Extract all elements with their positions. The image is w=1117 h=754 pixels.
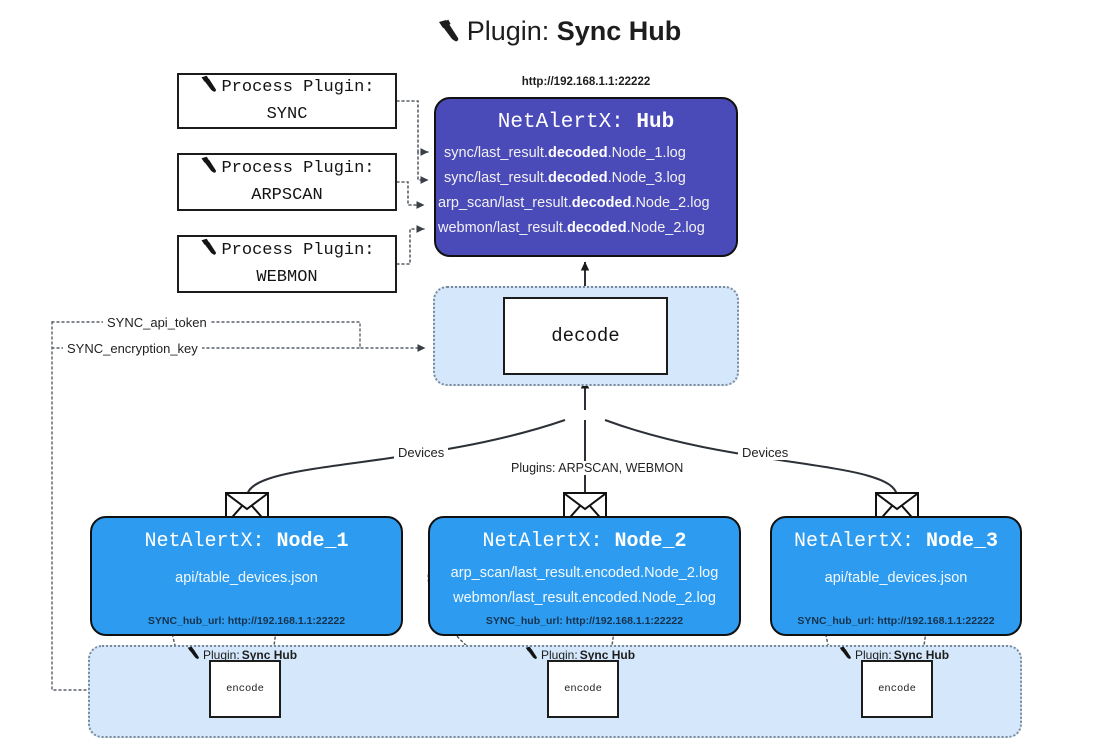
process-plugin-name: ARPSCAN [251,185,323,205]
decode-box[interactable]: decode [503,297,668,375]
hub-title-name: Hub [636,111,675,134]
node-line-list: api/table_devices.json [92,566,401,591]
node-card-1[interactable]: NetAlertX: Node_1 api/table_devices.json… [90,516,403,636]
hub-card[interactable]: NetAlertX: Hub sync/last_result.decoded.… [434,97,738,257]
hub-title-prefix: NetAlertX: [497,111,624,134]
hub-row: webmon/last_result.decoded.Node_2.log [438,219,705,236]
process-plugin-heading: Process Plugin: [221,241,375,261]
secret-label-api-token: SYNC_api_token [103,315,211,330]
plug-icon [838,646,853,663]
plug-icon [199,238,219,266]
node-footer: SYNC_hub_url: http://192.168.1.1:22222 [797,615,995,627]
node-footer: SYNC_hub_url: http://192.168.1.1:22222 [147,615,346,627]
hub-title: NetAlertX: Hub [436,111,736,134]
edge-label-devices-left: Devices [394,445,449,460]
node-line-list: arp_scan/last_result.encoded.Node_2.log … [430,561,739,612]
encode-box-1[interactable]: encode [209,660,281,718]
hub-row: sync/last_result.decoded.Node_3.log [444,169,686,186]
encode-box-3[interactable]: encode [861,660,933,718]
edge-label-devices-right: Devices [738,445,793,460]
node-title: NetAlertX: Node_1 [144,530,349,553]
process-plugin-sync[interactable]: Process Plugin: SYNC [177,73,397,129]
encode-plugin-label-3: Plugin:Sync Hub [838,646,949,663]
process-plugin-heading: Process Plugin: [221,159,375,179]
node-title: NetAlertX: Node_2 [482,530,687,553]
page-title-prefix: Plugin: [466,16,550,46]
page-title: Plugin: Sync Hub [0,16,1117,50]
process-plugin-arpscan[interactable]: Process Plugin: ARPSCAN [177,153,397,211]
node-line: arp_scan/last_result.encoded.Node_2.log [450,565,719,581]
hub-url: http://192.168.1.1:22222 [521,76,651,88]
encode-plugin-label-1: Plugin:Sync Hub [186,646,297,663]
hub-row-list: sync/last_result.decoded.Node_1.log sync… [436,141,736,241]
encode-plugin-label-2: Plugin:Sync Hub [524,646,635,663]
node-line: api/table_devices.json [824,570,968,586]
node-card-3[interactable]: NetAlertX: Node_3 api/table_devices.json… [770,516,1022,636]
plug-icon [199,75,219,103]
node-line: api/table_devices.json [175,570,318,586]
hub-row: sync/last_result.decoded.Node_1.log [444,145,686,161]
encode-box-2[interactable]: encode [547,660,619,718]
node-title: NetAlertX: Node_3 [793,530,999,553]
hub-row: arp_scan/last_result.decoded.Node_2.log [438,194,710,211]
process-plugin-heading: Process Plugin: [221,78,375,98]
plug-icon [186,646,201,663]
node-line-list: api/table_devices.json [772,566,1020,591]
node-footer: SYNC_hub_url: http://192.168.1.1:22222 [485,615,684,627]
process-plugin-webmon[interactable]: Process Plugin: WEBMON [177,235,397,293]
plug-icon [524,646,539,663]
process-plugin-name: SYNC [266,104,308,124]
plug-icon [436,19,462,50]
node-card-2[interactable]: NetAlertX: Node_2 arp_scan/last_result.e… [428,516,741,636]
edge-label-plugins-center: Plugins: ARPSCAN, WEBMON [507,461,688,475]
plug-icon [199,156,219,184]
process-plugin-name: WEBMON [256,267,318,287]
node-line: webmon/last_result.encoded.Node_2.log [453,590,716,607]
page-title-name: Sync Hub [556,16,682,46]
secret-label-encryption-key: SYNC_encryption_key [63,341,202,356]
